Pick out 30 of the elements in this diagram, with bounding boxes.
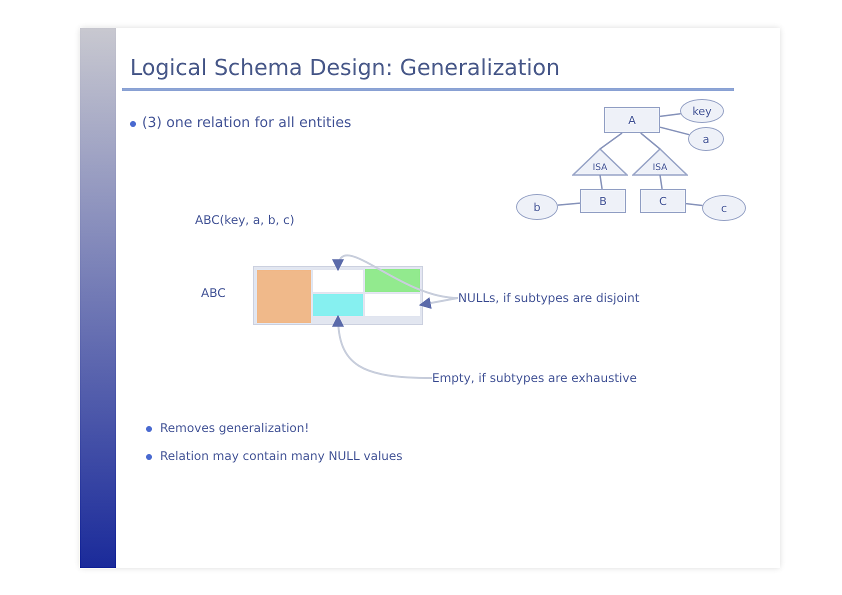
entity-box: C [640, 189, 686, 213]
table-cell [313, 270, 363, 292]
bullet-text: Relation may contain many NULL values [160, 449, 403, 463]
connector-line [600, 132, 623, 150]
table-cell [257, 270, 311, 323]
leader-line [332, 314, 432, 379]
slide-title: Logical Schema Design: Generalization [130, 56, 560, 81]
connector-line [659, 174, 663, 190]
annotation-text: Empty, if subtypes are exhaustive [432, 368, 728, 388]
bullet-text: (3) one relation for all entities [142, 115, 352, 131]
entity-box: B [580, 189, 626, 213]
leader-line [334, 254, 458, 299]
connector-line [660, 113, 681, 118]
relation-schema: ABC(key, a, b, c) [195, 213, 294, 227]
connector-line [660, 126, 690, 136]
connector-line [599, 174, 603, 190]
annotation-text: NULLs, if subtypes are disjoint [458, 288, 728, 308]
table-cell [365, 294, 420, 316]
isa-triangle: ISA [572, 148, 628, 176]
table-cell [313, 294, 363, 316]
table-name: ABC [201, 286, 226, 300]
relation-table [253, 266, 423, 325]
bullet-text: Removes generalization! [160, 421, 310, 435]
leader-line [418, 297, 458, 309]
isa-triangle: ISA [632, 148, 688, 176]
connector-line [686, 202, 702, 206]
entity-box: A [604, 107, 660, 133]
connector-line [640, 132, 660, 150]
connector-line [558, 202, 580, 206]
table-cell [365, 269, 420, 292]
